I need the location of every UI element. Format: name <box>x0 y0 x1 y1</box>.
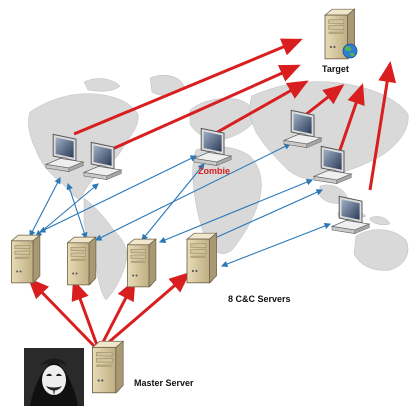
attack-arrow <box>98 279 136 349</box>
server-icon <box>91 340 124 394</box>
cnc-servers-label: 8 C&C Servers <box>228 294 291 304</box>
attack-arrow <box>338 83 365 151</box>
control-link <box>204 189 324 243</box>
anonymous-mask-operator <box>24 348 84 406</box>
cnc-server-3 <box>126 238 157 288</box>
attack-arrow <box>368 61 397 191</box>
anonymous-mask-icon <box>30 358 78 406</box>
master-server <box>91 340 124 394</box>
cnc-server-2 <box>66 236 97 286</box>
zombie-label: Zombie <box>198 166 231 176</box>
attack-arrow <box>213 80 309 136</box>
cnc-server-1 <box>10 234 41 284</box>
attack-arrow <box>101 272 191 350</box>
attack-arrow <box>71 279 100 349</box>
globe-icon <box>342 43 358 59</box>
attack-arrow <box>73 38 303 136</box>
attack-arrow <box>27 277 98 350</box>
control-link <box>29 177 61 237</box>
attack-arrows <box>27 38 397 350</box>
target-server <box>324 8 358 60</box>
master-server-label: Master Server <box>134 378 194 388</box>
target-label: Target <box>322 64 349 74</box>
attack-arrow <box>109 64 301 152</box>
attack-arrow <box>303 84 345 118</box>
control-links <box>29 143 332 268</box>
cnc-server-4 <box>186 232 218 284</box>
